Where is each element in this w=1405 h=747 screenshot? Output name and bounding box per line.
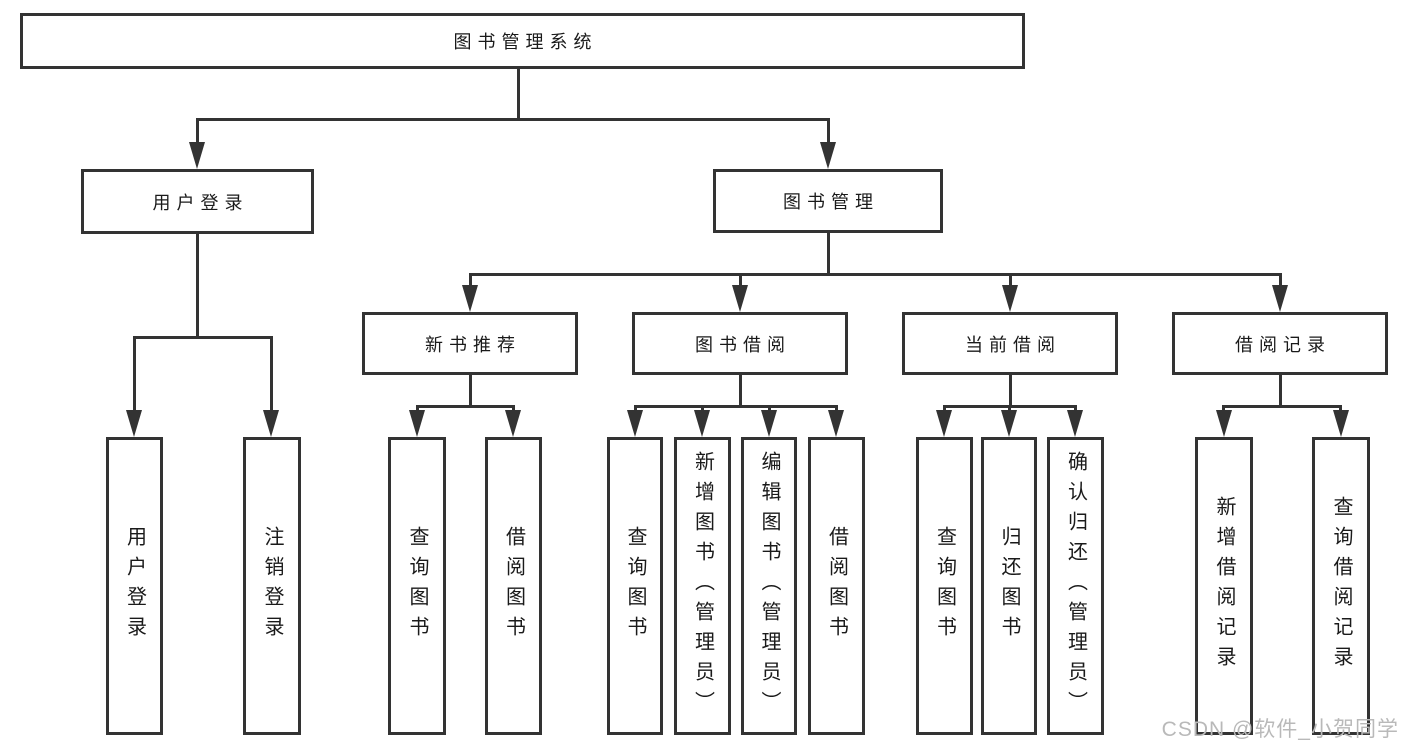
connector-user-login-stem — [196, 234, 199, 336]
node-leaf-bb-edit-books: 编辑图书（管理员） — [741, 437, 797, 735]
node-leaf-bb-borrow-books-label: 借阅图书 — [825, 526, 848, 646]
node-leaf-br-query-record-label: 查询借阅记录 — [1330, 496, 1352, 676]
arrow-ul-logout — [263, 410, 279, 437]
connector-drop-bb-query — [634, 405, 637, 412]
node-book-mgmt-label: 图书管理 — [783, 192, 879, 212]
connector-drop-cb-query — [943, 405, 946, 412]
arrow-br-query — [1333, 410, 1349, 437]
connector-drop-bb-edit — [768, 405, 771, 412]
node-leaf-br-query-record: 查询借阅记录 — [1312, 437, 1370, 735]
node-book-mgmt: 图书管理 — [713, 169, 943, 233]
node-leaf-user-login-label: 用户登录 — [123, 526, 146, 646]
node-leaf-bb-add-books: 新增图书（管理员） — [674, 437, 731, 735]
connector-drop-book-mgmt — [827, 118, 830, 144]
node-leaf-user-login: 用户登录 — [106, 437, 163, 735]
arrow-br-add — [1216, 410, 1232, 437]
node-leaf-nb-borrow-books: 借阅图书 — [485, 437, 542, 735]
node-leaf-logout-label: 注销登录 — [261, 526, 283, 646]
arrow-user-login — [189, 142, 205, 169]
node-leaf-bb-borrow-books: 借阅图书 — [808, 437, 865, 735]
connector-drop-bb-borrow — [835, 405, 838, 412]
connector-user-login-hbar — [133, 336, 273, 339]
node-leaf-bb-add-books-label: 新增图书（管理员） — [691, 451, 714, 721]
node-leaf-nb-borrow-books-label: 借阅图书 — [502, 526, 525, 646]
arrow-cb-return — [1001, 410, 1017, 437]
arrow-book-mgmt — [820, 142, 836, 169]
node-borrow-records: 借阅记录 — [1172, 312, 1388, 375]
node-book-borrow: 图书借阅 — [632, 312, 848, 375]
node-leaf-cb-query-books: 查询图书 — [916, 437, 973, 735]
connector-book-mgmt-hbar — [469, 273, 1282, 276]
node-borrow-records-label: 借阅记录 — [1235, 334, 1331, 355]
arrow-book-borrow — [732, 285, 748, 312]
node-leaf-bb-query-books: 查询图书 — [607, 437, 663, 735]
connector-drop-ul-user-login — [133, 336, 136, 411]
node-leaf-br-add-record-label: 新增借阅记录 — [1213, 496, 1235, 676]
connector-root-stem — [517, 69, 520, 118]
arrow-cb-query — [936, 410, 952, 437]
arrow-nb-borrow — [505, 410, 521, 437]
node-leaf-cb-return-books: 归还图书 — [981, 437, 1037, 735]
connector-drop-cb-confirm — [1074, 405, 1077, 412]
connector-drop-br-add — [1222, 405, 1225, 412]
node-leaf-cb-confirm-return-label: 确认归还（管理员） — [1064, 451, 1087, 721]
node-current-borrow-label: 当前借阅 — [965, 334, 1061, 355]
arrow-bb-edit — [761, 410, 777, 437]
node-current-borrow: 当前借阅 — [902, 312, 1118, 375]
connector-borrow-records-hbar — [1223, 405, 1342, 408]
node-leaf-cb-return-books-label: 归还图书 — [998, 526, 1020, 646]
connector-drop-borrow-records — [1279, 273, 1282, 287]
arrow-current-borrow — [1002, 285, 1018, 312]
connector-new-book-rec-stem — [469, 375, 472, 405]
connector-book-borrow-stem — [739, 375, 742, 405]
connector-drop-user-login — [196, 118, 199, 144]
arrow-cb-confirm — [1067, 410, 1083, 437]
node-leaf-cb-confirm-return: 确认归还（管理员） — [1047, 437, 1104, 735]
node-new-book-rec: 新书推荐 — [362, 312, 578, 375]
arrow-nb-query — [409, 410, 425, 437]
node-leaf-bb-edit-books-label: 编辑图书（管理员） — [758, 451, 780, 721]
connector-drop-cb-return — [1008, 405, 1011, 412]
arrow-bb-query — [627, 410, 643, 437]
node-leaf-cb-query-books-label: 查询图书 — [933, 526, 956, 646]
connector-drop-ul-logout — [270, 336, 273, 411]
node-user-login-label: 用户登录 — [152, 192, 249, 213]
arrow-borrow-records — [1272, 285, 1288, 312]
connector-new-book-rec-hbar — [416, 405, 515, 408]
connector-book-borrow-hbar — [634, 405, 838, 408]
connector-drop-bb-add — [701, 405, 704, 412]
connector-drop-new-book-rec — [469, 273, 472, 287]
node-book-borrow-label: 图书借阅 — [695, 334, 791, 355]
node-new-book-rec-label: 新书推荐 — [425, 334, 521, 355]
node-leaf-br-add-record: 新增借阅记录 — [1195, 437, 1253, 735]
connector-borrow-records-stem — [1279, 375, 1282, 405]
connector-current-borrow-stem — [1009, 375, 1012, 405]
node-user-login: 用户登录 — [81, 169, 314, 234]
node-leaf-nb-query-books: 查询图书 — [388, 437, 446, 735]
connector-drop-nb-borrow — [512, 405, 515, 412]
connector-root-hbar — [196, 118, 830, 121]
connector-book-mgmt-stem — [827, 232, 830, 273]
arrow-bb-add — [694, 410, 710, 437]
arrow-bb-borrow — [828, 410, 844, 437]
watermark-text: CSDN @软件_小贺同学 — [1161, 718, 1399, 741]
arrow-ul-user-login — [126, 410, 142, 437]
connector-drop-book-borrow — [739, 273, 742, 287]
node-library-system: 图书管理系统 — [20, 13, 1025, 69]
node-leaf-bb-query-books-label: 查询图书 — [624, 526, 646, 646]
node-library-system-label: 图书管理系统 — [453, 32, 598, 52]
connector-drop-nb-query — [416, 405, 419, 412]
connector-drop-br-query — [1339, 405, 1342, 412]
node-leaf-nb-query-books-label: 查询图书 — [406, 526, 428, 646]
arrow-new-book-rec — [462, 285, 478, 312]
node-leaf-logout: 注销登录 — [243, 437, 301, 735]
connector-drop-current-borrow — [1009, 273, 1012, 287]
